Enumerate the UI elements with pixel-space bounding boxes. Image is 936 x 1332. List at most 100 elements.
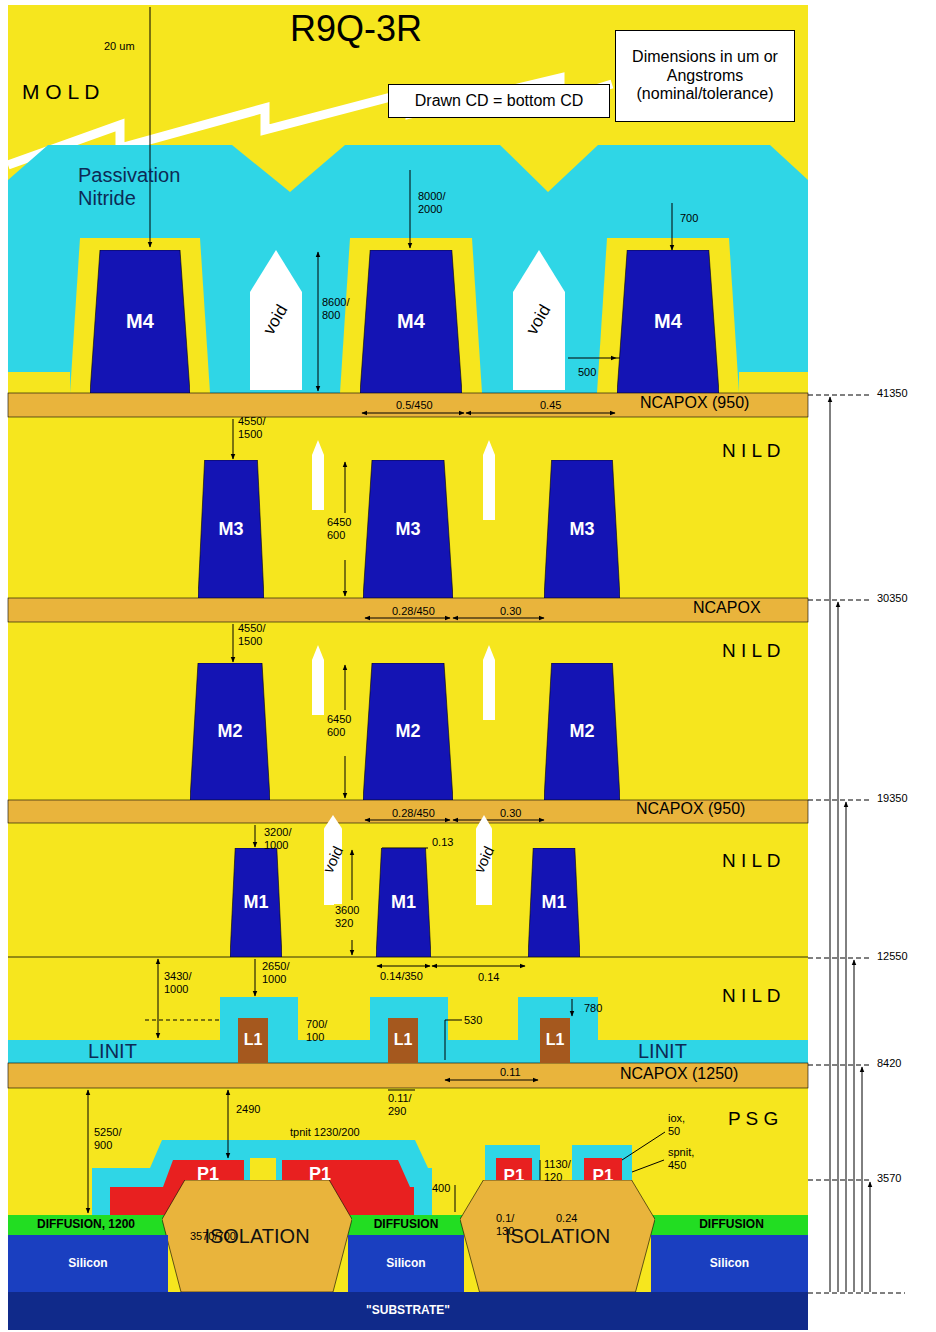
metal-line-outline <box>360 250 462 393</box>
metal-line-outline <box>230 848 282 957</box>
dimension: 6450 600 <box>326 516 360 541</box>
metal-line-outline <box>90 250 190 393</box>
node-text: M4 <box>654 310 682 333</box>
silicon-region: Silicon <box>651 1235 808 1292</box>
layer-name: NCAPOX (950) <box>640 394 749 412</box>
dimension: 0.28/450 <box>392 807 435 820</box>
silicon-region-outline <box>651 1235 808 1292</box>
dimension: 0.11 <box>500 1066 521 1079</box>
layer-name: M O L D <box>22 80 99 104</box>
dimension: spnit, 450 <box>668 1146 712 1171</box>
node-text: M3 <box>569 519 594 540</box>
node-text: DIFFUSION <box>699 1218 764 1232</box>
dimension: 0.30 <box>500 807 521 820</box>
node-text: M1 <box>541 892 566 913</box>
void: void <box>324 815 342 905</box>
metal-line: M4 <box>360 250 462 393</box>
local-interconnect-outline <box>238 1018 268 1063</box>
layer-name: NCAPOX (1250) <box>620 1065 738 1083</box>
note-box: Dimensions in um or Angstroms (nominal/t… <box>615 30 795 122</box>
dimension: 4550/ 1500 <box>238 622 274 647</box>
dimension: iox, 50 <box>668 1112 698 1137</box>
layer-name: N I L D <box>722 985 780 1007</box>
local-interconnect: L1 <box>540 1018 570 1063</box>
isolation-region-outline <box>460 1180 655 1292</box>
metal-line-outline <box>617 250 719 393</box>
dimension: 3600 320 <box>334 904 368 929</box>
level-number: 12550 <box>876 950 909 963</box>
node-text: DIFFUSION, 1200 <box>37 1218 135 1232</box>
dimension: 3430/ 1000 <box>164 970 200 995</box>
layer-name: LINIT <box>638 1040 687 1063</box>
dimension: 8000/ 2000 <box>418 190 454 215</box>
dimension: 500 <box>578 366 596 379</box>
local-interconnect-outline <box>388 1018 418 1063</box>
node-text: L1 <box>546 1031 565 1049</box>
metal-line: M2 <box>363 663 453 800</box>
metal-line: M3 <box>363 460 453 598</box>
dimension: 0.5/450 <box>396 399 433 412</box>
layer-name: LINIT <box>88 1040 137 1063</box>
diffusion-band: DIFFUSION <box>655 1215 808 1235</box>
silicon-region-outline <box>8 1235 168 1292</box>
dimension: 3200/ 1000 <box>264 826 300 851</box>
void-outline <box>513 250 565 390</box>
metal-line: M4 <box>90 250 190 393</box>
void: void <box>476 815 492 905</box>
metal-line: M4 <box>617 250 719 393</box>
layer-name: NCAPOX <box>693 599 761 617</box>
metal-line: M1 <box>230 848 282 957</box>
node-text: M1 <box>391 892 416 913</box>
dimension: 0.30 <box>500 605 521 618</box>
metal-line: M1 <box>376 848 431 957</box>
dimension: 20 um <box>104 40 135 53</box>
dimension: 0.11/ 290 <box>388 1092 420 1117</box>
metal-line-outline <box>544 460 620 598</box>
metal-line-outline <box>528 848 580 957</box>
node-text: M2 <box>569 721 594 742</box>
diffusion-band-outline <box>8 1215 164 1235</box>
metal-line-outline <box>190 663 270 800</box>
metal-line: M3 <box>198 460 264 598</box>
isolation-region-outline <box>162 1180 352 1292</box>
dimension: 0.45 <box>540 399 561 412</box>
layer-name: P S G <box>728 1108 778 1130</box>
node-text: void <box>319 844 346 876</box>
dimension: 700/ 100 <box>306 1018 338 1043</box>
node-text: DIFFUSION <box>374 1218 439 1232</box>
layer-name: Passivation Nitride <box>78 164 218 210</box>
void: void <box>513 250 565 390</box>
dimension: tpnit 1230/200 <box>290 1126 360 1139</box>
level-number: 19350 <box>876 792 909 805</box>
node-text: M1 <box>243 892 268 913</box>
dimension: 0.24 <box>556 1212 577 1225</box>
layer-name: N I L D <box>722 640 780 662</box>
note-box: Drawn CD = bottom CD <box>388 84 610 118</box>
dimension: 5250/ 900 <box>94 1126 128 1151</box>
metal-line-outline <box>363 663 453 800</box>
level-number: 8420 <box>876 1057 902 1070</box>
node-text: ISOLATION <box>505 1225 610 1248</box>
dimension: 2490 <box>236 1103 260 1116</box>
metal-line-outline <box>544 663 620 800</box>
dimension: 0.13 <box>432 836 453 849</box>
metal-line-outline <box>198 460 264 598</box>
metal-line-outline <box>376 848 431 957</box>
diffusion-band: DIFFUSION <box>352 1215 460 1235</box>
diffusion-band: DIFFUSION, 1200 <box>8 1215 164 1235</box>
dimension: 700 <box>680 212 698 225</box>
metal-line: M2 <box>190 663 270 800</box>
silicon-region-outline <box>348 1235 464 1292</box>
isolation-region: ISOLATION <box>460 1180 655 1292</box>
dimension: 0.28/450 <box>392 605 435 618</box>
substrate: "SUBSTRATE" <box>8 1292 808 1330</box>
dimension: 3570/700 <box>190 1230 236 1243</box>
dimension: 0.14/350 <box>380 970 423 983</box>
diffusion-band-outline <box>655 1215 808 1235</box>
dimension: 2650/ 1000 <box>262 960 298 985</box>
level-number: 30350 <box>876 592 909 605</box>
local-interconnect-outline <box>540 1018 570 1063</box>
node-text: L1 <box>244 1031 263 1049</box>
node-text: void <box>470 844 497 876</box>
